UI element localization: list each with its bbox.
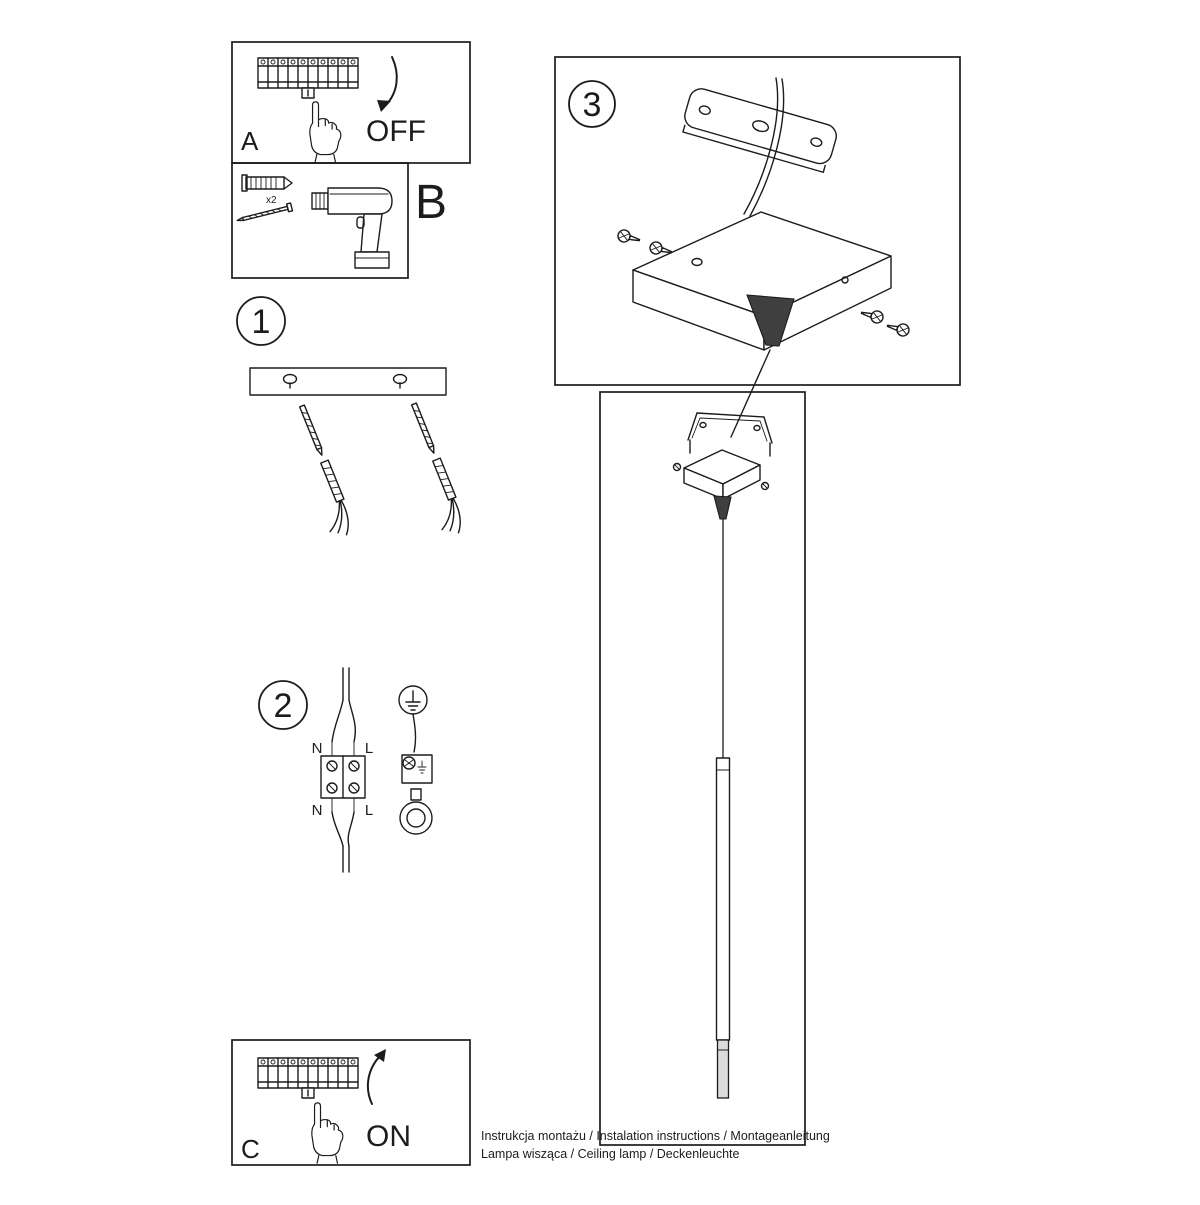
step-1-number: 1: [252, 303, 271, 341]
panel-b-label: B: [415, 176, 447, 229]
pendant-view: [599, 391, 806, 1146]
step-1-badge: [236, 296, 286, 346]
canopy-3d: [632, 211, 892, 351]
wall-plug-icon: [241, 174, 293, 192]
footer: Instrukcja montażu / Instalation instruc…: [481, 1129, 830, 1161]
wire-label-l-bottom: L: [365, 802, 373, 819]
anchor-quantity-label: x2: [266, 195, 277, 206]
screw-anchor-right-icon: [393, 401, 470, 539]
panel-a-label: A: [241, 126, 259, 156]
arrow-up-icon: [366, 1049, 386, 1105]
strain-relief-cone: [746, 294, 795, 347]
arrow-down-icon: [377, 56, 398, 112]
pointing-hand-icon: [309, 101, 342, 163]
panel-b: x2 B: [231, 162, 447, 279]
terminal-block: [320, 755, 366, 799]
ceiling-bracket: [682, 88, 837, 173]
panel-b-border: [231, 162, 409, 279]
wire-label-n-top: N: [312, 740, 323, 757]
canopy-screw-left-1: [615, 227, 642, 247]
panel-a: A OFF: [231, 41, 471, 164]
canopy-screw-right-2: [885, 319, 912, 339]
wire-label-l-top: L: [365, 740, 373, 757]
pendant-tube: [715, 757, 731, 1099]
step-2: 2 N L N L: [258, 667, 433, 873]
step-2-badge: [258, 680, 308, 730]
breaker-strip-icon-c: [257, 1057, 359, 1099]
pendant-canopy: [672, 449, 770, 500]
wire-label-n-bottom: N: [312, 802, 323, 819]
cable-clamp-icon: [399, 788, 433, 835]
panel-c-action-on: ON: [366, 1120, 411, 1153]
pointing-hand-icon-c: [311, 1102, 344, 1164]
pendant-tube-tip: [716, 1039, 730, 1099]
step-3-border: [554, 56, 961, 386]
mounting-rail: [249, 367, 447, 396]
supply-wires-top: [331, 667, 357, 757]
pendant-cone: [713, 495, 732, 520]
step-3-badge: [568, 80, 616, 128]
panel-c-label: C: [241, 1134, 260, 1164]
panel-c: C ON: [231, 1039, 471, 1166]
panel-c-border: [231, 1039, 471, 1166]
supply-wires-bottom: [331, 797, 355, 873]
drill-icon: [311, 187, 393, 269]
step-3-number: 3: [583, 86, 602, 124]
footer-line-2: Lampa wisząca / Ceiling lamp / Deckenleu…: [481, 1147, 740, 1161]
ground-symbol-icon: [398, 685, 428, 715]
screw-anchor-left-icon: [281, 403, 358, 541]
supply-cable: [743, 77, 785, 217]
panel-a-action-off: OFF: [366, 115, 426, 148]
ground-terminal: [401, 713, 433, 784]
pendant-view-border: [599, 391, 806, 1146]
footer-line-1: Instrukcja montażu / Instalation instruc…: [481, 1129, 830, 1143]
screw-icon: [236, 202, 294, 222]
pendant-bracket: [687, 412, 773, 457]
breaker-strip-icon: [257, 57, 359, 99]
canopy-screw-right-1: [859, 306, 886, 326]
cone-to-lamp-cable: [730, 349, 771, 438]
step-2-number: 2: [274, 687, 293, 725]
step-3: 3: [554, 56, 961, 438]
step-1: 1: [236, 296, 470, 541]
